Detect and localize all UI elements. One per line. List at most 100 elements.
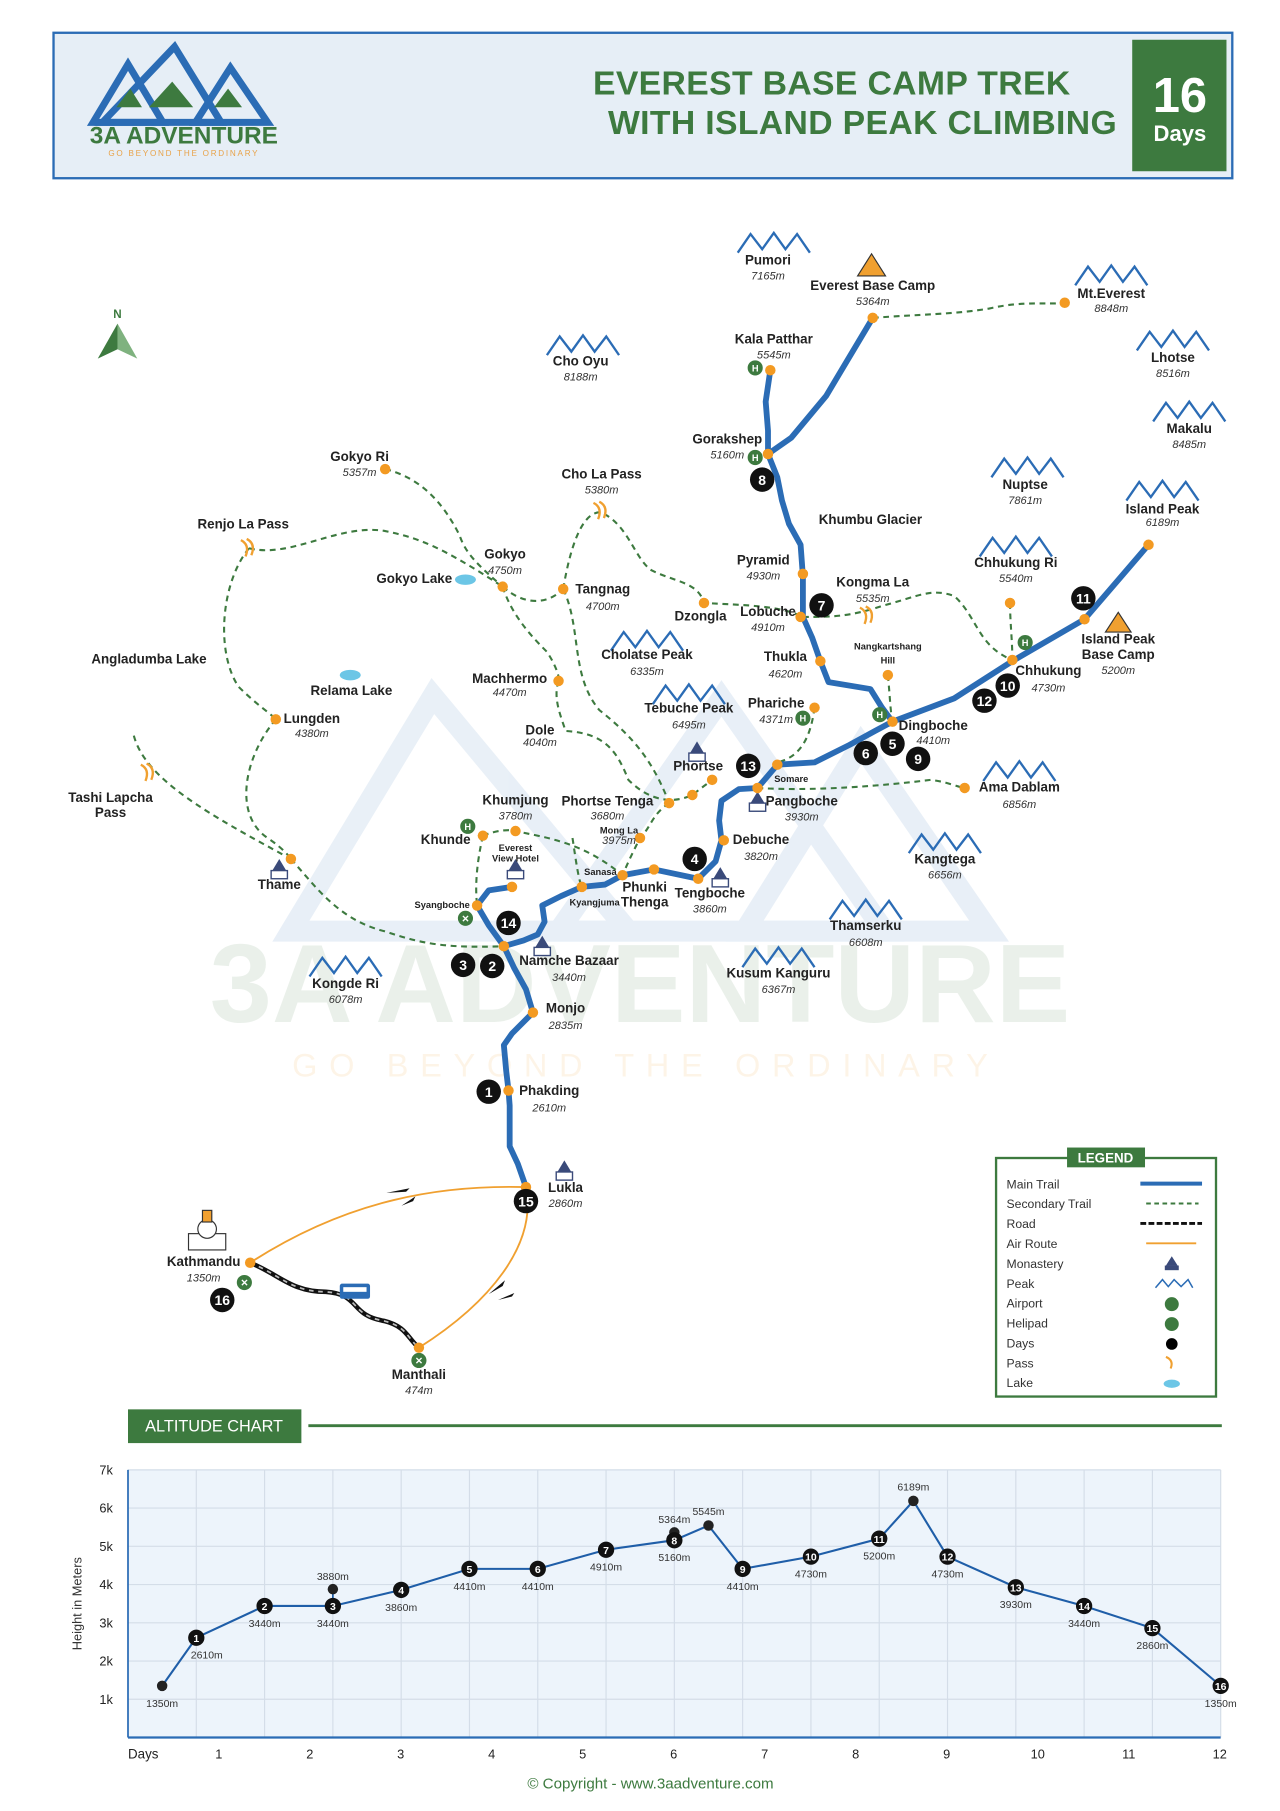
place-dot [471, 900, 483, 911]
place-altitude-tangnag: 4700m [586, 601, 620, 613]
place-name-mt-everest: Mt.Everest [1077, 286, 1145, 301]
chart-day-number: 6 [535, 1565, 541, 1576]
peak-icon [1125, 478, 1200, 502]
lake-icon [1163, 1379, 1180, 1388]
place-dot [718, 835, 730, 846]
helipad-icon [1164, 1317, 1179, 1332]
place-name-somare: Somare [774, 774, 808, 784]
chart-x-label: Days [128, 1746, 159, 1761]
day-marker: 16 [210, 1287, 235, 1313]
place-altitude-pumori: 7165m [751, 270, 785, 282]
day-marker: 1 [476, 1079, 501, 1104]
place-name-kangtega: Kangtega [914, 852, 976, 867]
peak-icon [978, 534, 1053, 558]
day-marker: 2 [480, 953, 505, 979]
day-number: 3 [459, 957, 467, 973]
place-name-lukla: Lukla [548, 1180, 583, 1195]
y-tick-label: 7k [99, 1463, 113, 1478]
place-altitude-khumjung: 3780m [499, 810, 533, 822]
chart-day-number: 15 [1147, 1624, 1159, 1635]
place-dot [762, 448, 774, 460]
x-tick-label: 7 [761, 1746, 768, 1761]
chart-point-label: 2610m [191, 1651, 223, 1662]
chart-day-number: 7 [603, 1546, 609, 1557]
place-altitude-dingboche: 4410m [916, 735, 950, 747]
place-name-kala-patthar: Kala Patthar [735, 331, 813, 346]
place-altitude-chhukung-ri: 5540m [999, 573, 1033, 585]
place-dot [663, 797, 675, 809]
y-tick-label: 4k [99, 1577, 113, 1592]
place-name-khumjung: Khumjung [482, 792, 548, 807]
place-name-island-peak: Island Peak [1126, 501, 1200, 516]
legend-title: LEGEND [1078, 1151, 1134, 1166]
monastery-icon [270, 858, 289, 880]
chart-day-point [188, 1629, 205, 1646]
place-name-manthali: Manthali [392, 1367, 446, 1382]
place-altitude-phariche: 4371m [759, 714, 793, 726]
chart-point-label: 2860m [1136, 1641, 1168, 1652]
place-name-cho-oyu: Cho Oyu [553, 354, 609, 369]
place-name-tengboche: Tengboche [675, 885, 745, 900]
peak-icon [1074, 263, 1149, 286]
place-dot [1059, 297, 1070, 308]
place-name-phariche: Phariche [748, 696, 805, 711]
place-altitude-island-peak: 6189m [1146, 517, 1180, 529]
monastery-icon [506, 858, 525, 880]
day-marker: 6 [853, 740, 878, 766]
watermark-tagline: GO BEYOND THE ORDINARY [292, 1048, 999, 1084]
svg-text:✕: ✕ [415, 1356, 423, 1366]
place-name-kongma-la: Kongma La [836, 575, 909, 590]
day-number: 1 [485, 1084, 493, 1100]
place-name-syangboche: Syangboche [415, 900, 470, 910]
peak-icon [545, 333, 621, 356]
chart-point-label: 1350m [146, 1699, 178, 1710]
place-name-thame: Thame [258, 877, 301, 892]
x-tick-label: 9 [943, 1746, 950, 1761]
place-altitude-phortse-tenga: 3680m [591, 810, 625, 822]
place-altitude-island-peak-base-camp: 5200m [1101, 665, 1135, 677]
stupa-icon [187, 1209, 227, 1251]
place-altitude-cholatse-peak: 6335m [630, 666, 664, 678]
place-dot [772, 759, 783, 770]
place-altitude-debuche: 3820m [744, 851, 778, 863]
svg-text:H: H [800, 714, 807, 724]
plane-icon [386, 1188, 515, 1300]
day-number: 11 [1076, 591, 1091, 607]
days-label: Days [1154, 121, 1207, 146]
day-number: 9 [914, 751, 922, 767]
place-dot [527, 1007, 539, 1018]
day-number: 7 [818, 598, 826, 614]
legend-label: Pass [1007, 1356, 1034, 1370]
place-dot [506, 881, 518, 893]
chart-day-point [802, 1548, 820, 1565]
chart-day-number: 10 [805, 1553, 817, 1564]
place-dot [882, 669, 894, 681]
place-altitude-lobuche: 4910m [751, 622, 785, 634]
day-number: 8 [758, 472, 766, 488]
peak-icon [651, 682, 726, 705]
day-number: 14 [501, 915, 517, 931]
place-altitude-tengboche: 3860m [693, 903, 727, 915]
helipad-icon: H [747, 449, 763, 466]
place-name-tangnag: Tangnag [575, 582, 630, 597]
place-name-phakding: Phakding [519, 1083, 579, 1098]
place-name-ama-dablam: Ama Dablam [979, 779, 1060, 794]
airport-icon: ✕ [457, 910, 474, 926]
place-dot [1143, 539, 1154, 551]
chart-day-number: 12 [942, 1553, 954, 1564]
place-name-phortse-tenga: Phortse Tenga [561, 793, 653, 808]
legend-label: Monastery [1007, 1257, 1065, 1271]
chart-point-label: 1350m [1205, 1699, 1237, 1710]
place-name-gokyo-ri: Gokyo Ri [330, 449, 389, 464]
place-altitude-lhotse: 8516m [1156, 368, 1190, 380]
chart-day-point [1212, 1677, 1229, 1695]
title-line-2: WITH ISLAND PEAK CLIMBING [608, 104, 1117, 142]
place-name-machhermo: Machhermo [472, 671, 547, 686]
place-name-gokyo: Gokyo [484, 547, 526, 562]
place-dot [413, 1342, 425, 1353]
place-name-khunde: Khunde [421, 832, 471, 847]
